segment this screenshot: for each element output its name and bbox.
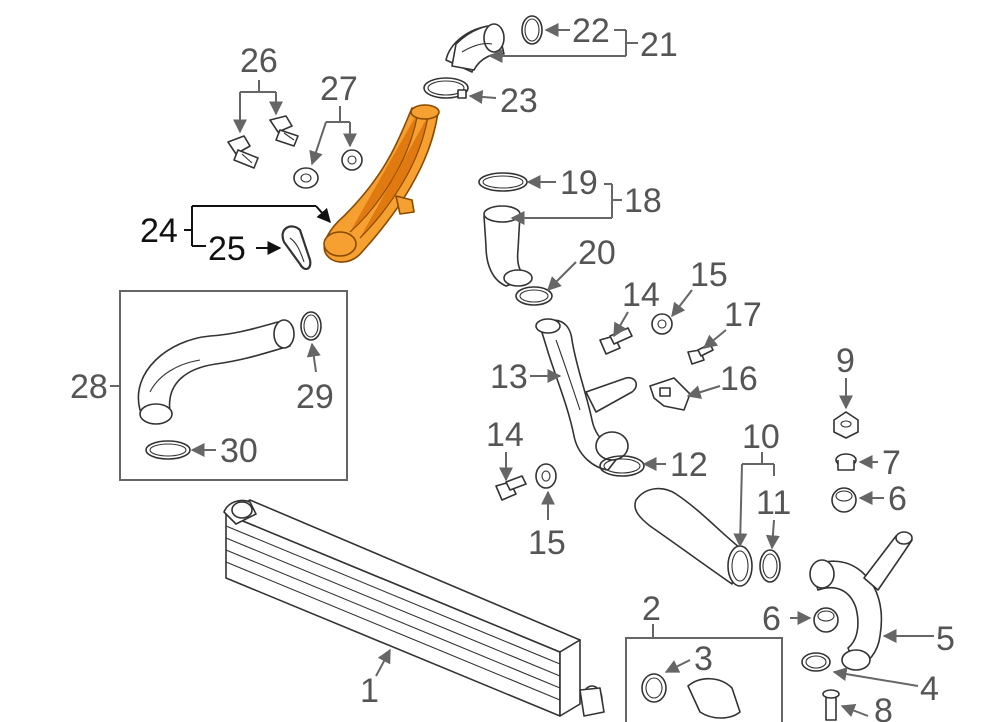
callout-25: 25 xyxy=(208,230,246,268)
leader-3 xyxy=(664,659,691,673)
hose-10 xyxy=(634,487,753,587)
hose-3-kit xyxy=(687,677,741,719)
callout-1: 1 xyxy=(360,672,379,710)
grommet-6-upper xyxy=(831,487,857,513)
leader-lines xyxy=(110,23,934,718)
pipe-13 xyxy=(535,318,638,471)
callout-23: 23 xyxy=(500,82,538,120)
callout-13: 13 xyxy=(490,358,528,396)
callout-6-lower: 6 xyxy=(762,600,781,638)
callout-14-lower: 14 xyxy=(486,416,524,454)
nut-9 xyxy=(833,411,859,439)
leader-15-upper xyxy=(671,289,693,318)
bolt-8 xyxy=(822,689,840,721)
hose-21 xyxy=(445,23,505,73)
leader-24-arrow xyxy=(315,205,331,224)
grommet-6-lower xyxy=(813,607,839,633)
callout-28: 28 xyxy=(70,368,108,406)
callout-26: 26 xyxy=(240,42,278,80)
clamp-4 xyxy=(801,652,831,672)
nut-27-right xyxy=(341,149,363,171)
callout-6-upper: 6 xyxy=(888,480,907,518)
bolt-26-right xyxy=(269,115,299,147)
callout-14-upper: 14 xyxy=(622,276,660,314)
leader-8 xyxy=(840,703,869,718)
clamp-23 xyxy=(423,77,469,99)
leader-17 xyxy=(702,329,727,349)
hose-28 xyxy=(137,319,295,425)
clamp-19 xyxy=(478,172,528,192)
callout-8: 8 xyxy=(874,692,893,722)
bolt-17 xyxy=(687,343,714,365)
leader-27-left xyxy=(309,121,327,166)
pipe-5 xyxy=(809,531,913,671)
nut-27-left xyxy=(293,167,319,189)
ring-22 xyxy=(521,15,543,45)
bolt-14-lower xyxy=(495,475,527,501)
clamp-11 xyxy=(759,549,781,583)
nut-15-lower xyxy=(535,463,557,489)
leader-10-left xyxy=(733,463,748,548)
intercooler-1 xyxy=(223,499,605,717)
leader-1 xyxy=(375,648,391,677)
callout-19: 19 xyxy=(560,164,598,202)
callout-17: 17 xyxy=(724,296,762,334)
leader-11 xyxy=(765,519,780,550)
callout-7: 7 xyxy=(882,444,901,482)
pipe-24-highlighted xyxy=(323,104,440,263)
callout-4: 4 xyxy=(920,670,939,708)
clamp-20 xyxy=(515,286,553,306)
callout-12: 12 xyxy=(670,446,708,484)
callout-10: 10 xyxy=(742,418,780,456)
callout-20: 20 xyxy=(578,234,616,272)
callout-15-lower: 15 xyxy=(528,524,566,562)
callout-16: 16 xyxy=(720,360,758,398)
callout-9: 9 xyxy=(836,342,855,380)
clamp-3 xyxy=(641,673,667,703)
sensor-16 xyxy=(649,377,691,411)
leader-4 xyxy=(832,667,919,687)
callout-labels: 26 27 22 21 23 24 25 19 18 20 15 14 17 1… xyxy=(70,12,955,722)
callout-27: 27 xyxy=(320,70,358,108)
callout-15-upper: 15 xyxy=(690,256,728,294)
callout-29: 29 xyxy=(296,378,334,416)
callout-30: 30 xyxy=(220,432,258,470)
kit-box-2 xyxy=(625,637,783,722)
callout-24: 24 xyxy=(140,212,178,250)
ring-29 xyxy=(300,311,322,341)
cap-7 xyxy=(835,453,857,471)
callout-5: 5 xyxy=(936,620,955,658)
callout-18: 18 xyxy=(624,182,662,220)
leader-16 xyxy=(686,385,721,399)
clamp-30 xyxy=(145,440,191,460)
callout-22: 22 xyxy=(572,12,610,50)
callout-21: 21 xyxy=(640,26,678,64)
callout-3: 3 xyxy=(694,640,713,678)
clip-25 xyxy=(281,225,312,270)
nut-15-upper xyxy=(651,313,673,335)
bolt-26-left xyxy=(227,135,259,169)
leader-14-upper xyxy=(613,311,629,338)
leader-23 xyxy=(468,89,497,104)
callout-2: 2 xyxy=(642,590,661,628)
callout-11: 11 xyxy=(756,484,791,522)
leader-29 xyxy=(306,342,321,373)
leader-20 xyxy=(547,261,577,291)
